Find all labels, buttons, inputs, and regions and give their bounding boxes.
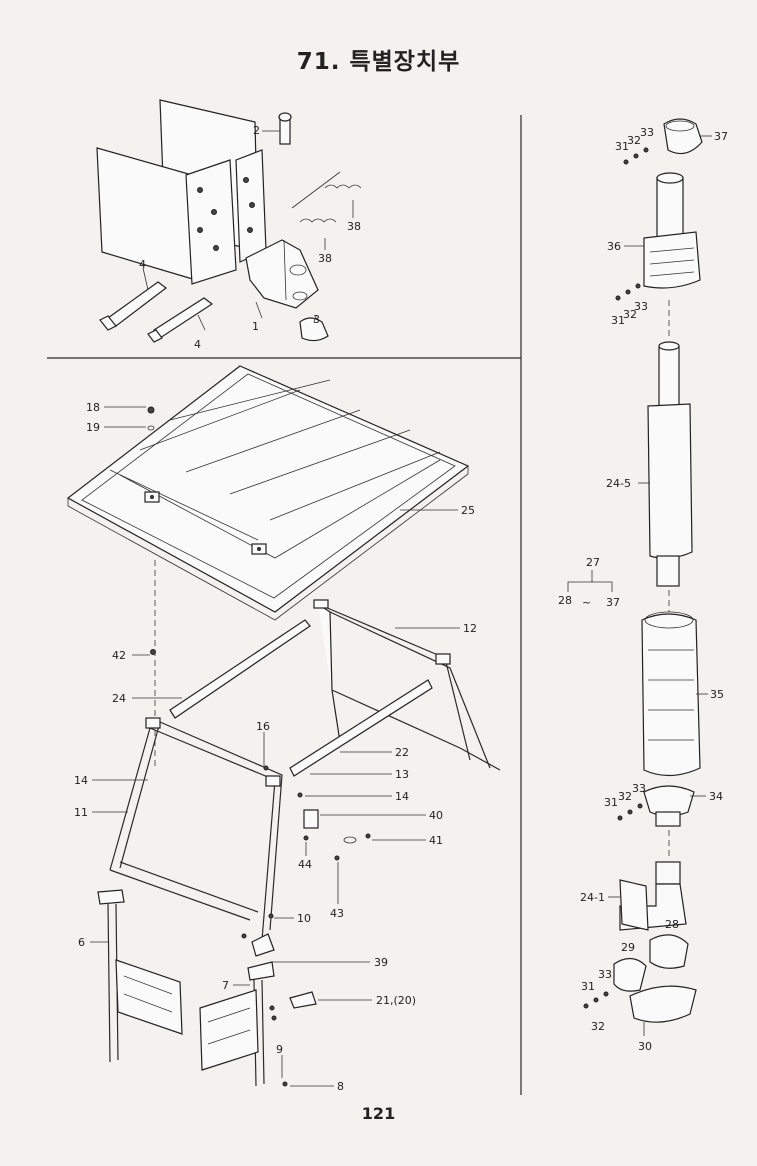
callout-31-lower: 31 — [604, 796, 618, 809]
callout-9: 9 — [276, 1043, 283, 1056]
callout-4-left: 4 — [139, 258, 146, 271]
callout-33-lower: 33 — [632, 782, 646, 795]
callout-12: 12 — [463, 622, 477, 635]
callout-24: 24 — [112, 692, 126, 705]
callout-32-lower: 32 — [618, 790, 632, 803]
callout-31-bottom: 31 — [581, 980, 595, 993]
leg-assemblies — [97, 889, 317, 1087]
callout-2: 2 — [253, 124, 260, 137]
callout-16: 16 — [256, 720, 270, 733]
callout-36: 36 — [607, 240, 621, 253]
leg-leaders — [90, 941, 372, 1087]
callout-22: 22 — [395, 746, 409, 759]
callout-42: 42 — [112, 649, 126, 662]
callout-33-bottom: 33 — [598, 968, 612, 981]
callout-25: 25 — [461, 504, 475, 517]
callout-24-1: 24-1 — [580, 891, 605, 904]
callout-14-left: 14 — [74, 774, 88, 787]
callout-38-lower: 38 — [318, 252, 332, 265]
callout-31-top: 31 — [615, 140, 629, 153]
callout-37-top: 37 — [714, 130, 728, 143]
callout-27: 27 — [586, 556, 600, 569]
exhaust-leaders — [567, 135, 712, 1036]
callout-40: 40 — [429, 809, 443, 822]
bracket-assembly — [96, 99, 362, 343]
callout-6: 6 — [78, 936, 85, 949]
callout-31-mid: 31 — [611, 314, 625, 327]
callout-29: 29 — [621, 941, 635, 954]
callout-33-top: 33 — [640, 126, 654, 139]
frame-assembly — [109, 599, 501, 941]
callout-7: 7 — [222, 979, 229, 992]
callout-28-range: 28 — [558, 594, 572, 607]
exhaust-assembly — [583, 118, 703, 1023]
canopy-top — [66, 365, 470, 621]
callout-10: 10 — [297, 912, 311, 925]
callout-18: 18 — [86, 401, 100, 414]
callout-13: 13 — [395, 768, 409, 781]
callout-21-20: 21,(20) — [376, 994, 416, 1007]
callout-41: 41 — [429, 834, 443, 847]
callout-32-mid: 32 — [623, 308, 637, 321]
bracket-leaders — [142, 130, 354, 331]
range-tilde: ~ — [582, 596, 591, 609]
callout-4-bottom: 4 — [194, 338, 201, 351]
callout-32-top: 32 — [627, 134, 641, 147]
callout-39: 39 — [374, 956, 388, 969]
callout-37-range: 37 — [606, 596, 620, 609]
callout-44: 44 — [298, 858, 312, 871]
callout-1: 1 — [252, 320, 259, 333]
callout-38-upper: 38 — [347, 220, 361, 233]
callout-19: 19 — [86, 421, 100, 434]
page-number: 121 — [361, 1104, 396, 1123]
callout-24-5: 24-5 — [606, 477, 631, 490]
callout-11: 11 — [74, 806, 88, 819]
callout-28-shield: 28 — [665, 918, 679, 931]
frame-leaders — [92, 627, 460, 919]
callout-30: 30 — [638, 1040, 652, 1053]
callout-35: 35 — [710, 688, 724, 701]
page-title: 71. 특별장치부 — [296, 49, 461, 75]
callout-3: 3 — [313, 313, 320, 326]
callout-43: 43 — [330, 907, 344, 920]
callout-34: 34 — [709, 790, 723, 803]
callout-33-mid: 33 — [634, 300, 648, 313]
callout-32-bottom: 32 — [591, 1020, 605, 1033]
callout-8: 8 — [337, 1080, 344, 1093]
callout-14-right: 14 — [395, 790, 409, 803]
